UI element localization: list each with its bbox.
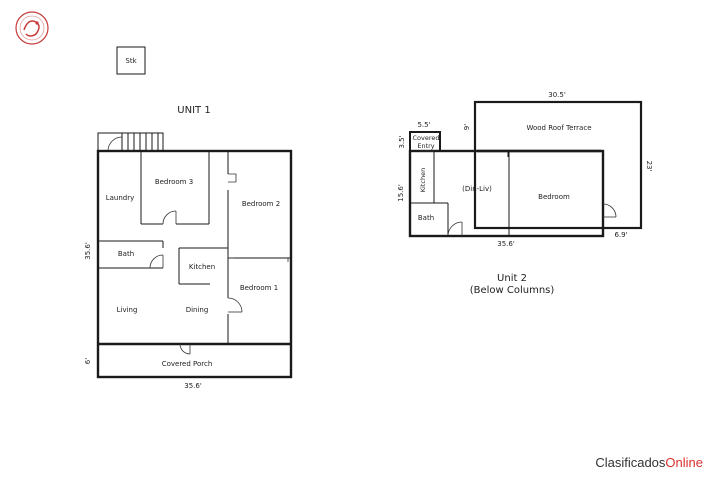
room-label-bath-u2: Bath — [418, 214, 434, 222]
room-label-bedroom-u2: Bedroom — [538, 193, 570, 201]
svg-text:ClasificadosOnline: ClasificadosOnline — [595, 455, 703, 470]
dim-unit1-height: 35.6' — [84, 242, 92, 260]
room-label-covered-entry-2: Entry — [417, 142, 434, 150]
unit1-title: UNIT 1 — [177, 105, 210, 116]
dim-terrace-right: 23' — [645, 161, 653, 172]
room-label-laundry: Laundry — [106, 194, 135, 202]
terrace-area — [473, 100, 643, 230]
dim-entry-width: 5.5' — [417, 121, 430, 129]
dim-terrace-left: 9' — [463, 124, 471, 130]
room-label-porch: Covered Porch — [162, 360, 213, 368]
storage-shed — [116, 46, 146, 75]
unit2-subtitle: (Below Columns) — [470, 285, 555, 296]
dim-unit1-width: 35.6' — [184, 382, 202, 390]
room-label-kitchen: Kitchen — [189, 263, 215, 271]
room-label-covered-entry-1: Covered — [412, 134, 439, 142]
brand-accent: Online — [665, 455, 703, 470]
dim-porch-depth: 6' — [84, 358, 92, 364]
unit1-outer-wall — [96, 149, 293, 379]
dim-entry-depth: 3.5' — [398, 135, 406, 148]
dim-bedroom-ext: 6.9' — [614, 231, 627, 239]
room-label-din-liv: (Din-Liv) — [462, 185, 492, 193]
stairs — [97, 132, 164, 152]
unit2-title: Unit 2 — [497, 273, 527, 284]
unit1-interior-walls — [98, 151, 291, 344]
room-label-terrace: Wood Roof Terrace — [526, 124, 591, 132]
unit1-doors — [149, 173, 289, 355]
dim-unit2-width: 35.6' — [497, 240, 515, 248]
unit2-doors — [420, 150, 617, 237]
room-label-bedroom3: Bedroom 3 — [155, 178, 193, 186]
brand-main: Clasificados — [595, 455, 666, 470]
room-label-dining: Dining — [186, 306, 209, 314]
dim-unit2-depth: 15.6' — [397, 184, 405, 202]
dim-terrace-width: 30.5' — [548, 91, 566, 99]
room-label-living: Living — [117, 306, 138, 314]
room-label-kitchen-u2: Kitchen — [419, 168, 427, 192]
room-label-bedroom1: Bedroom 1 — [240, 284, 278, 292]
shed-label: Stk — [125, 57, 137, 65]
room-label-bedroom2: Bedroom 2 — [242, 200, 280, 208]
unit2-interior-walls — [410, 151, 510, 236]
brand-watermark: ClasificadosOnline — [595, 455, 703, 470]
unit2-outer-wall — [408, 149, 605, 238]
room-label-bath: Bath — [118, 250, 134, 258]
site-logo-icon — [15, 11, 49, 45]
